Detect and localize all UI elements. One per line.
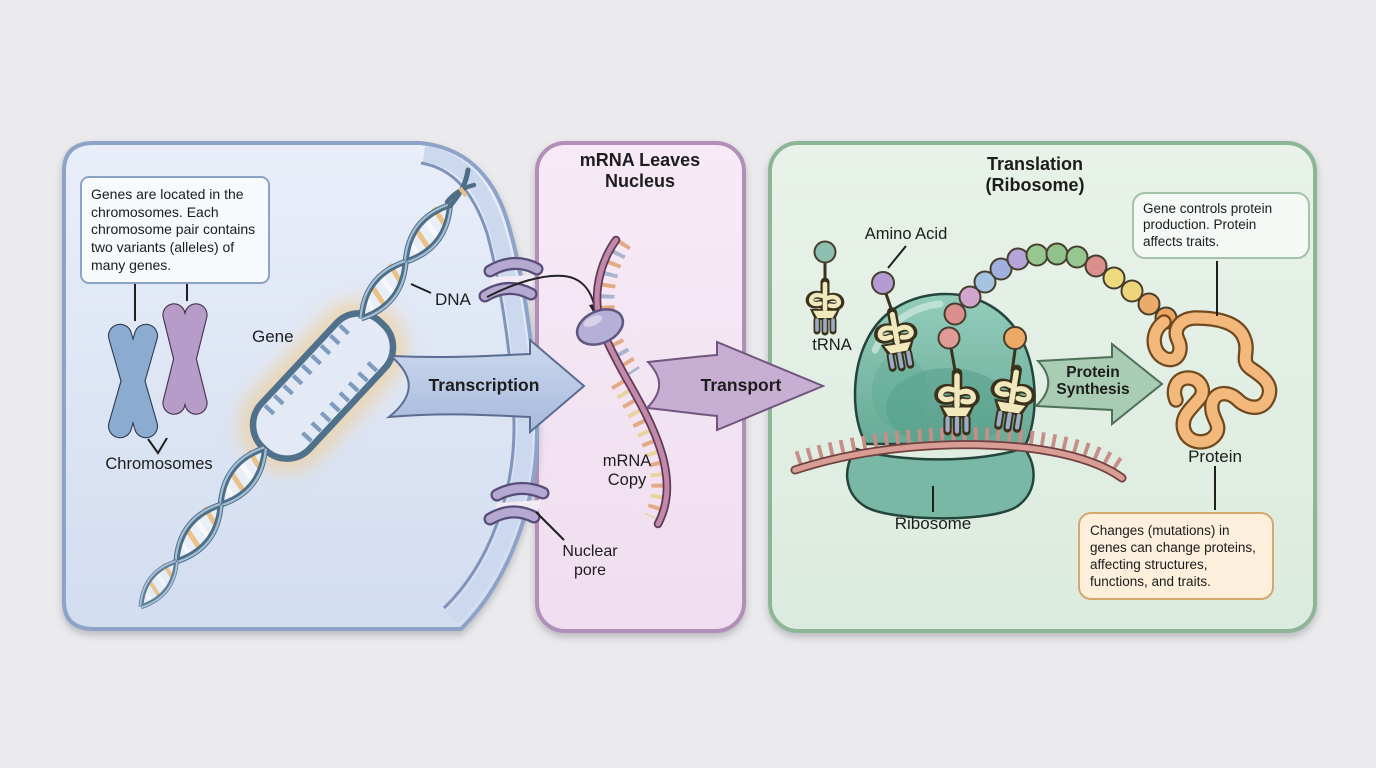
- amino-acid-chain: [813, 240, 1178, 350]
- right-pointer-lines: [887, 245, 1218, 512]
- translation-panel-title: Translation (Ribosome): [935, 154, 1135, 196]
- nuclear-pore-upper-icon: [478, 257, 544, 303]
- gene-label: Gene: [252, 327, 294, 346]
- ribosome-label: Ribosome: [894, 514, 972, 533]
- gene-capsule-icon: [239, 300, 407, 472]
- protein-synthesis-arrow: [1033, 341, 1164, 427]
- chromosome-blue-icon: [107, 323, 159, 439]
- nuclear-membrane: [420, 146, 534, 624]
- chromosomes-label: Chromosomes: [105, 455, 213, 473]
- nuclear-pore-lower-icon: [483, 482, 550, 526]
- dna-pointer: [410, 283, 432, 294]
- transport-panel-title: mRNA Leaves Nucleus: [579, 150, 701, 191]
- translation-title-line1: Translation: [986, 154, 1084, 174]
- protein-icon: [1146, 310, 1278, 450]
- rna-polymerase-icon: [575, 308, 625, 346]
- mrna-copy-label: mRNA Copy: [602, 452, 652, 490]
- transport-arrow-label: Transport: [700, 375, 782, 395]
- protein-synthesis-arrow-label: Protein Synthesis: [1056, 364, 1130, 399]
- transcription-arrow: [385, 337, 586, 435]
- nuclear-pore-label: Nuclear pore: [562, 543, 618, 579]
- translation-title-line2: (Ribosome): [985, 174, 1085, 195]
- amino-acid-label: Amino Acid: [864, 225, 948, 243]
- transcription-arrow-label: Transcription: [428, 375, 540, 395]
- gene-controls-callout: Gene controls protein production. Protei…: [1132, 192, 1310, 260]
- mutations-callout: Changes (mutations) in genes can change …: [1078, 512, 1274, 600]
- amino-acid-bead: [813, 240, 837, 264]
- mrna-strand-icon: [592, 235, 672, 529]
- nuclear-pore-pointer: [535, 511, 565, 541]
- dna-helix-icon: [133, 167, 477, 613]
- genes-location-callout: Genes are located in the chromosomes. Ea…: [80, 176, 270, 285]
- trna-label: tRNA: [812, 336, 852, 354]
- transport-arrow: [644, 340, 826, 432]
- chromosome-purple-icon: [162, 303, 208, 415]
- amino-acid-bead: [871, 271, 895, 295]
- ribosome-mrna-icon: [790, 427, 1127, 483]
- protein-label: Protein: [1188, 447, 1242, 466]
- dna-label: DNA: [435, 290, 471, 309]
- amino-acid-bead: [1003, 326, 1027, 350]
- chromosomes-pointer: [147, 437, 168, 455]
